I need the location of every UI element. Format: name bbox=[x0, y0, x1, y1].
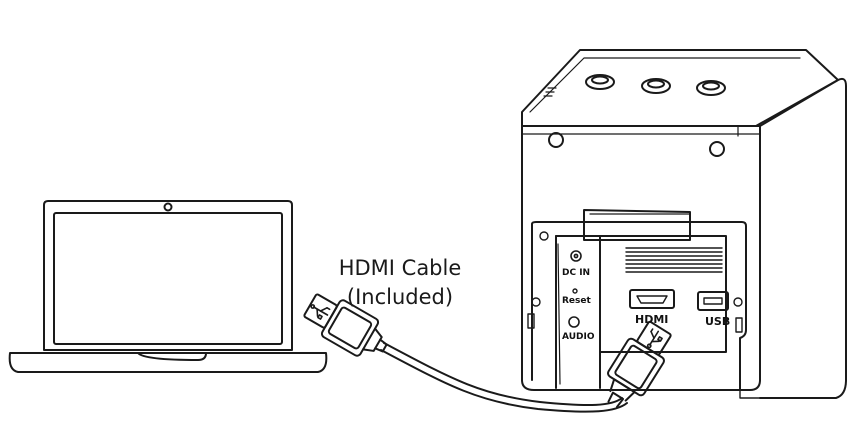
label-hdmi: HDMI bbox=[635, 313, 668, 326]
label-audio: AUDIO bbox=[562, 332, 595, 342]
webcam-icon bbox=[163, 202, 173, 212]
io-panel-frame bbox=[531, 221, 747, 391]
cable-connector-left bbox=[303, 293, 388, 357]
label-usb: USB bbox=[705, 315, 730, 328]
cable-caption-line2: (Included) bbox=[346, 285, 454, 309]
device-front bbox=[521, 125, 761, 391]
vent-grille bbox=[625, 247, 723, 273]
laptop-lid bbox=[43, 200, 293, 351]
cable-caption-line1: HDMI Cable bbox=[338, 256, 462, 280]
projector-device: DC IN Reset AUDIO HDMI USB bbox=[521, 49, 847, 399]
port-reset bbox=[572, 288, 578, 294]
top-buttons bbox=[585, 74, 726, 96]
laptop-screen bbox=[53, 212, 283, 345]
port-dc-in bbox=[570, 250, 582, 262]
label-reset: Reset bbox=[562, 296, 591, 306]
screw-hole-left bbox=[548, 132, 564, 148]
cable-connector-right bbox=[607, 320, 672, 408]
label-dc-in: DC IN bbox=[562, 268, 590, 278]
screw-hole-right bbox=[709, 141, 725, 157]
io-flap bbox=[583, 209, 691, 241]
device-top bbox=[521, 49, 839, 127]
hdmi-cable bbox=[303, 293, 672, 413]
port-usb bbox=[697, 291, 729, 311]
port-hdmi bbox=[629, 289, 675, 309]
laptop-base bbox=[8, 352, 328, 373]
laptop-illustration bbox=[8, 200, 328, 373]
port-audio bbox=[568, 316, 580, 328]
device-side bbox=[759, 77, 847, 399]
